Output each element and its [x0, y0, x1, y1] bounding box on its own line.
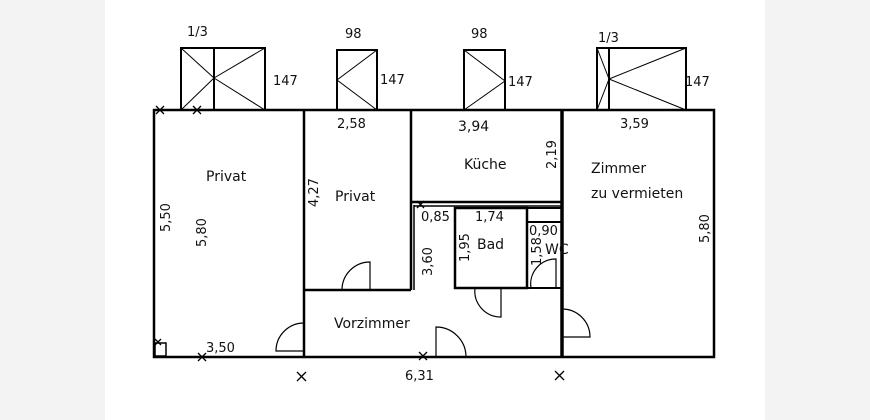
dim-privat2-depth: 4,27 — [307, 178, 322, 207]
room-kueche: Küche — [464, 157, 507, 173]
windows — [180, 47, 687, 111]
dim-corridor-depth: 3,60 — [421, 247, 436, 276]
window-4-height: 147 — [685, 75, 710, 90]
window-3-width: 98 — [471, 27, 488, 42]
dim-privat1-depth: 5,80 — [195, 218, 210, 247]
room-wc: WC — [545, 242, 569, 258]
cross-markers — [154, 105, 565, 382]
window-2-width: 98 — [345, 27, 362, 42]
dim-bad-width: 1,74 — [475, 210, 504, 225]
chimney — [154, 342, 167, 357]
doors — [275, 258, 591, 358]
window-3 — [463, 49, 506, 111]
door-entrance — [435, 326, 467, 358]
dim-privat2-width: 2,58 — [337, 117, 366, 132]
dim-kueche-depth: 2,19 — [545, 140, 560, 169]
dim-wc-depth: 1,58 — [530, 237, 545, 266]
window-2 — [336, 49, 378, 111]
wc-walls — [526, 207, 563, 289]
room-privat-2: Privat — [335, 189, 376, 205]
door-wc — [530, 258, 557, 289]
dim-vorzimmer-width: 6,31 — [405, 369, 434, 384]
door-privat1 — [275, 322, 305, 352]
door-zimmer — [561, 308, 591, 338]
dim-bad-depth: 1,95 — [458, 233, 473, 262]
outer-wall — [152, 108, 716, 359]
window-4-width: 1/3 — [598, 31, 619, 46]
window-4 — [596, 47, 687, 111]
dim-privat1-left: 5,50 — [159, 203, 174, 232]
room-vorzimmer: Vorzimmer — [334, 316, 410, 332]
room-zimmer-line1: Zimmer — [591, 161, 646, 177]
window-1-width: 1/3 — [187, 25, 208, 40]
window-2-height: 147 — [380, 73, 405, 88]
window-1 — [180, 47, 266, 111]
dim-kueche-width: 3,94 — [458, 119, 489, 135]
room-privat-1: Privat — [206, 169, 247, 185]
room-bad: Bad — [477, 237, 504, 253]
dim-privat1-width: 3,50 — [206, 341, 235, 356]
door-privat2 — [341, 261, 371, 291]
door-bad — [474, 287, 502, 318]
walls — [152, 108, 716, 359]
window-3-height: 147 — [508, 75, 533, 90]
dim-wc-width: 0,90 — [529, 224, 558, 239]
dim-zimmer-width: 3,59 — [620, 117, 649, 132]
room-zimmer-line2: zu vermieten — [591, 186, 683, 202]
window-1-height: 147 — [273, 74, 298, 89]
dim-corridor-width: 0,85 — [421, 210, 450, 225]
dim-zimmer-depth: 5,80 — [698, 214, 713, 243]
